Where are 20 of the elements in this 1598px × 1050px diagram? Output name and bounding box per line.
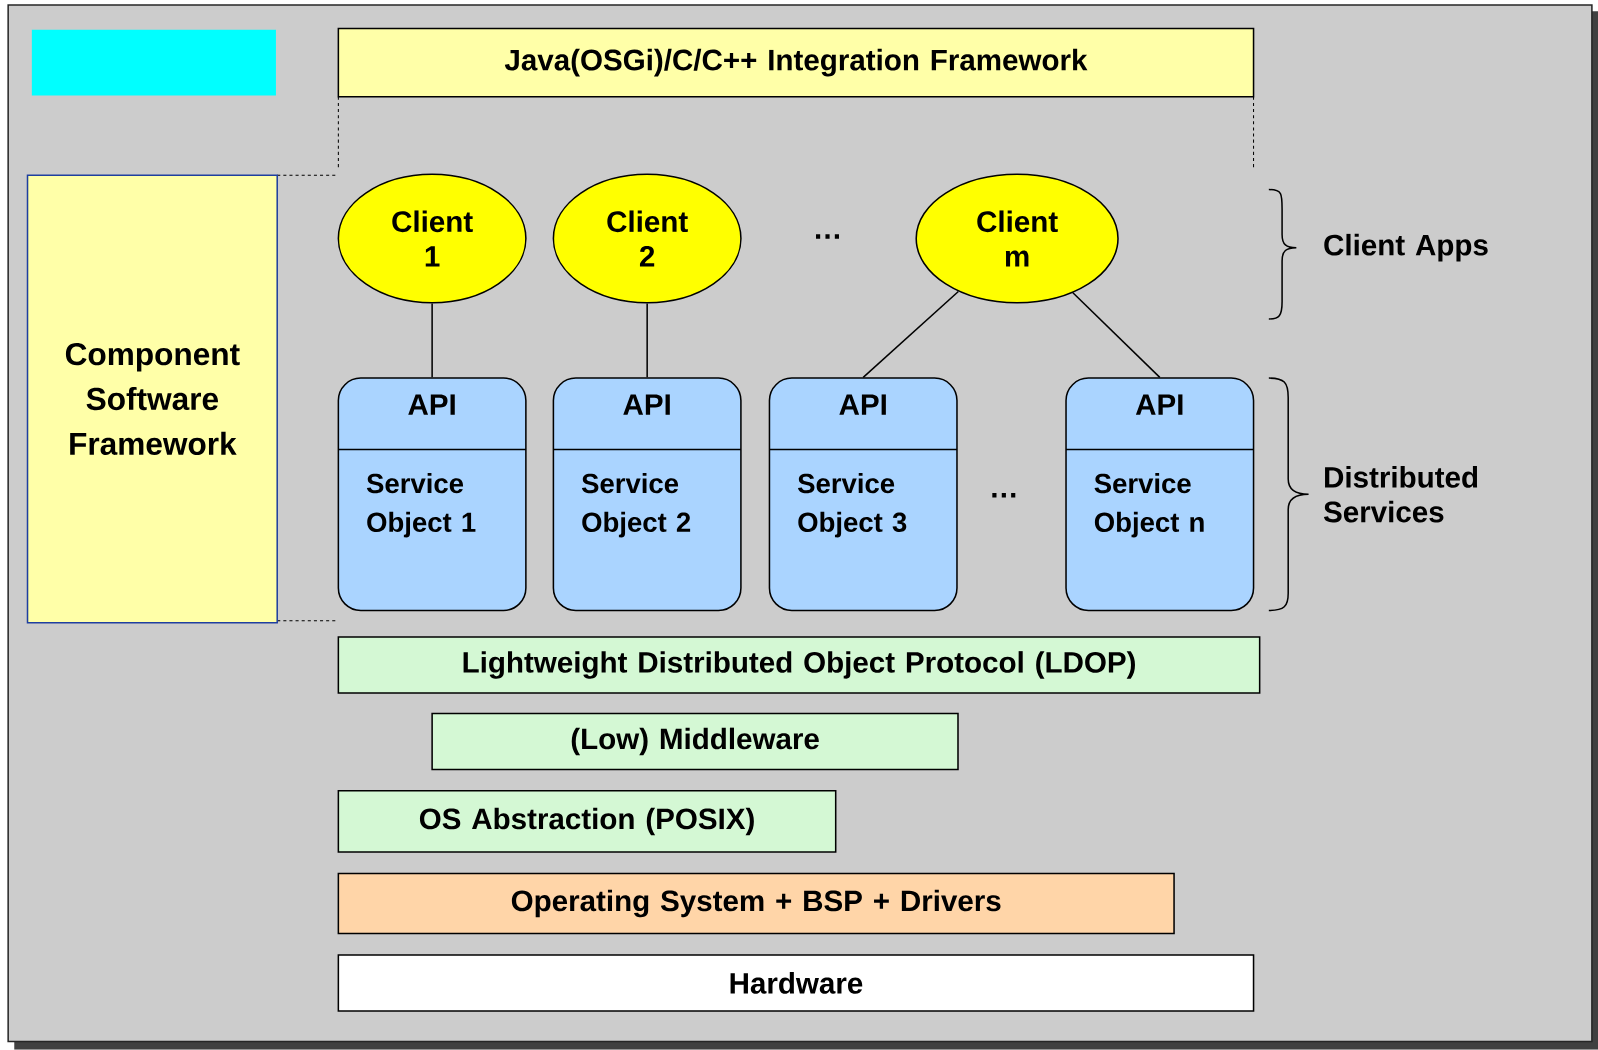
service-box: API Service Object 1 <box>337 377 527 612</box>
group-label: Client Apps <box>1324 234 1488 262</box>
ellipsis: … <box>816 234 839 239</box>
layer-box: OS Abstraction (POSIX) <box>337 790 837 853</box>
connector-line <box>646 302 648 379</box>
layer-box: (Low) Middleware <box>431 712 959 771</box>
group-label: Distributed Services <box>1323 466 1478 523</box>
ellipsis: … <box>992 493 1016 498</box>
layer-box: Lightweight Distributed Object Protocol (LDOP) <box>337 636 1261 694</box>
connector-line <box>1072 292 1161 379</box>
empty-box <box>31 29 276 96</box>
framework-bar: Java(OSGi)/C/C++ Integration Framework <box>337 27 1255 98</box>
layer-box: Hardware <box>337 954 1255 1012</box>
service-box: API Service Object n <box>1065 377 1255 612</box>
service-box: API Service Object 2 <box>552 377 742 612</box>
connector-line <box>431 302 433 379</box>
service-box: API Service Object 3 <box>768 377 958 612</box>
framework-box: Component Software Framework <box>26 174 278 624</box>
connector-line <box>862 290 960 379</box>
layer-box: Operating System + BSP + Drivers <box>337 872 1175 935</box>
